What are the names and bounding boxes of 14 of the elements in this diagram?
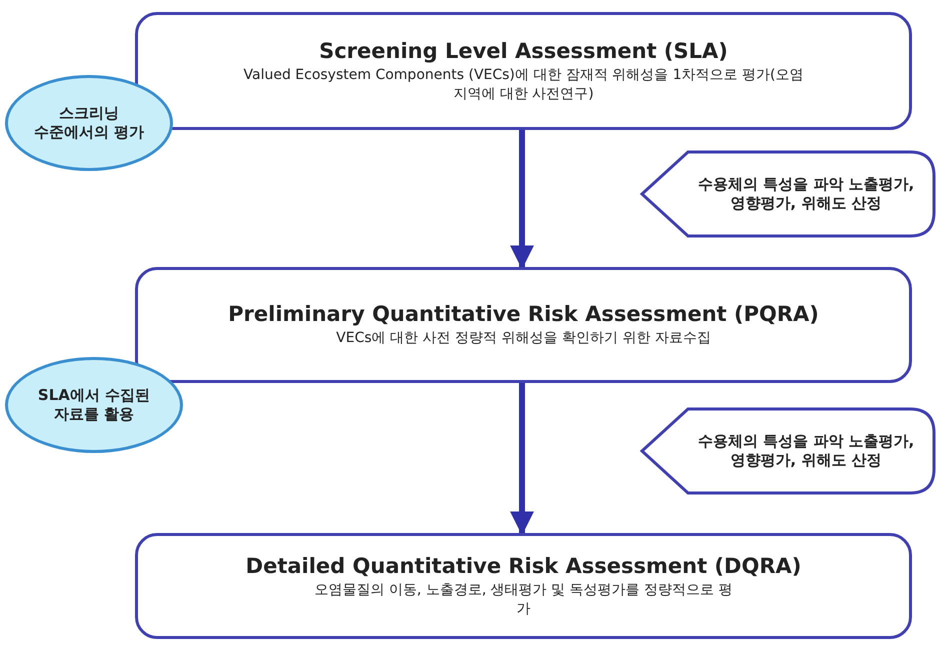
box-heading: Detailed Quantitative Risk Assessment (DQRA) xyxy=(246,554,802,578)
callout-text: 수용체의 특성을 파악 노출평가, 영향평가, 위해도 산정 xyxy=(696,174,916,214)
note-text: 스크리닝 수준에서의 평가 xyxy=(32,104,146,142)
box-description: VECs에 대한 사전 정량적 위해성을 확인하기 위한 자료수집 xyxy=(336,329,711,348)
callout-text: 수용체의 특성을 파악 노출평가, 영향평가, 위해도 산정 xyxy=(696,432,916,470)
arrow xyxy=(510,383,534,536)
process-box xyxy=(135,267,912,383)
box-heading: Screening Level Assessment (SLA) xyxy=(319,38,728,63)
note-text: SLA에서 수집된 자료를 활용 xyxy=(36,386,152,424)
box-description: 오염물질의 이동, 노출경로, 생태평가 및 독성평가를 정량적으로 평가 xyxy=(314,580,734,618)
process-box xyxy=(135,533,912,639)
box-heading: Preliminary Quantitative Risk Assessment (PQRA) xyxy=(228,302,819,326)
arrow xyxy=(510,130,534,270)
box-description: Valued Ecosystem Components (VECs)에 대한 잠재적 위해성을 1차적으로 평가(오염지역에 대한 사전연구) xyxy=(244,66,804,104)
